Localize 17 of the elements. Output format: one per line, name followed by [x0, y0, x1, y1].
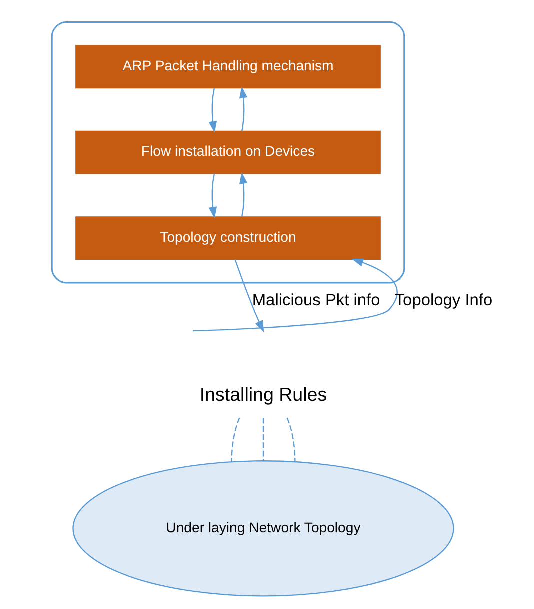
connector: [262, 418, 264, 461]
arrow: [208, 174, 218, 219]
edge-label: Topology Info: [394, 291, 493, 310]
arrow: [240, 86, 248, 132]
arrow: [193, 258, 398, 332]
connector: [286, 418, 296, 462]
node-box: Flow installation on Devices: [76, 130, 381, 174]
node-box: Topology construction: [76, 216, 381, 260]
node-ellipse: Under laying Network Topology: [72, 460, 454, 597]
arrow: [208, 88, 218, 134]
connector: [231, 418, 240, 462]
arrow: [240, 172, 248, 218]
node-text: Installing Rules: [200, 384, 328, 405]
arrow: [234, 259, 264, 333]
edge-label: Malicious Pkt info: [252, 291, 380, 310]
cluster: [51, 21, 406, 284]
node-box: ARP Packet Handling mechanism: [76, 45, 381, 89]
